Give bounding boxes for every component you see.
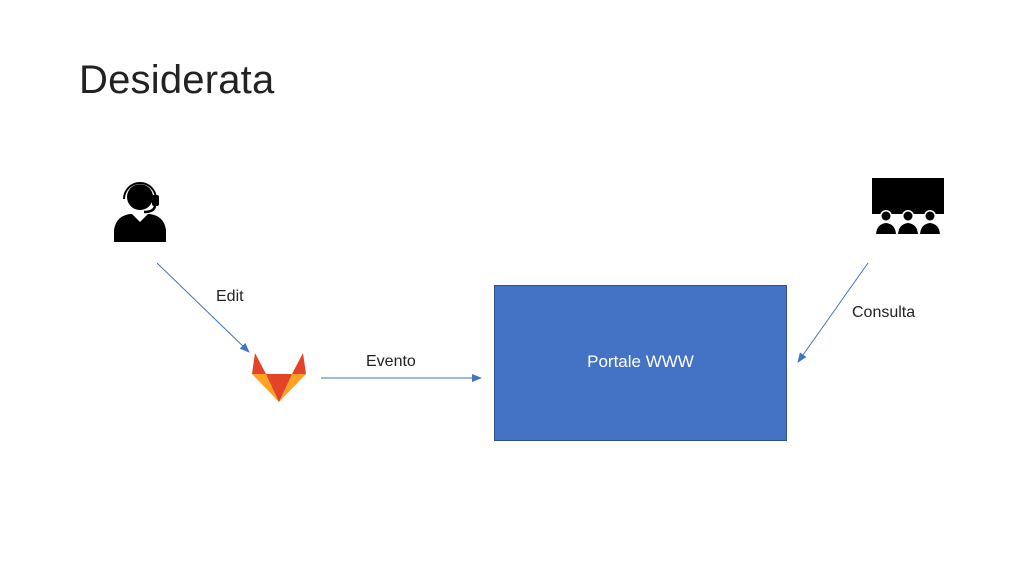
portal-label: Portale WWW [587,352,694,371]
consulta-label: Consulta [852,304,916,321]
edit-label: Edit [216,288,244,305]
gitlab-fox-icon [252,353,306,402]
slide-title: Desiderata [79,58,275,102]
portal-box: Portale WWW [494,285,787,441]
consulta-arrow [797,262,869,363]
edit-arrow [156,262,250,353]
audience-screen-icon [872,178,944,234]
evento-label: Evento [366,353,416,370]
headset-person-icon [114,181,166,242]
